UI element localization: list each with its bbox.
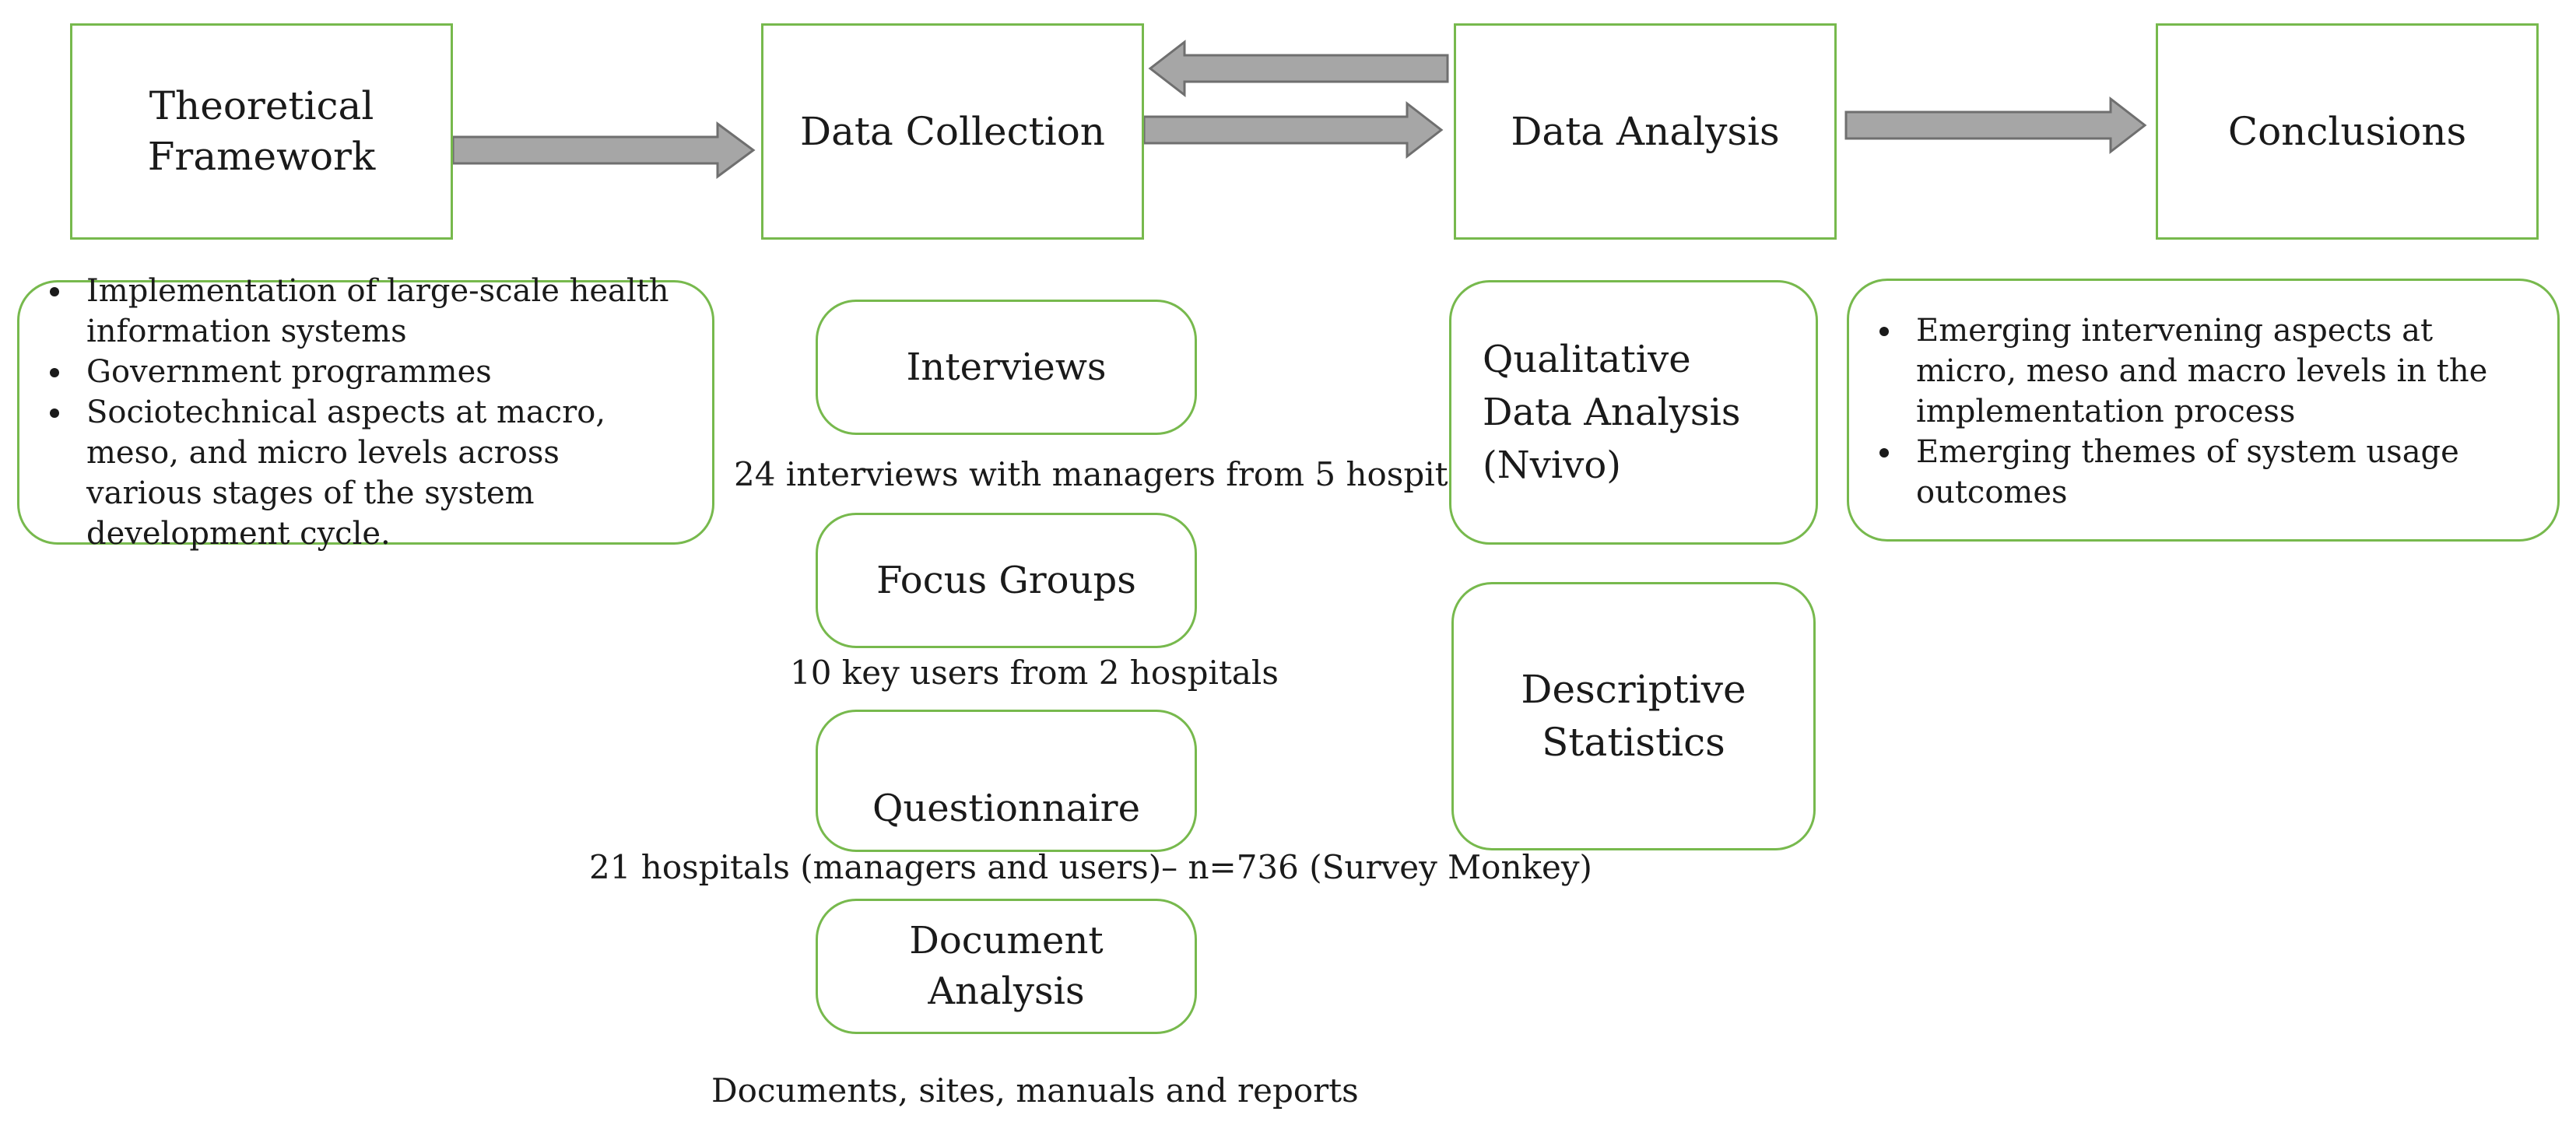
stage-conclusions: Conclusions (2156, 23, 2539, 240)
stage-theoretical-framework: Theoretical Framework (70, 23, 453, 240)
framework-details-box: Implementation of large-scale health inf… (17, 273, 714, 552)
method-caption-document-analysis: Documents, sites, manuals and reports (711, 1071, 1359, 1110)
arrow-analysis-to-collection (1148, 39, 1449, 98)
framework-bullet: Sociotechnical aspects at macro, meso, a… (74, 392, 684, 554)
analysis-descriptive: Descriptive Statistics (1451, 582, 1816, 850)
framework-bullet: Implementation of large-scale health inf… (74, 271, 684, 352)
framework-bullet: Government programmes (74, 352, 684, 392)
conclusions-details-box: Emerging intervening aspects at micro, m… (1847, 279, 2560, 542)
stage-data-analysis: Data Analysis (1454, 23, 1837, 240)
method-caption-questionnaire: 21 hospitals (managers and users)– n=736… (589, 848, 1592, 886)
analysis-label: Descriptive Statistics (1521, 667, 1746, 765)
stage-data-collection: Data Collection (761, 23, 1144, 240)
method-focus-groups: Focus Groups (816, 513, 1197, 648)
method-questionnaire: Questionnaire (816, 710, 1197, 852)
method-caption-focus-groups: 10 key users from 2 hospitals (790, 654, 1279, 692)
conclusion-bullet: Emerging themes of system usage outcomes (1904, 432, 2529, 513)
analysis-label: Qualitative Data Analysis (Nvivo) (1483, 337, 1741, 488)
stage-label: Theoretical Framework (147, 83, 376, 179)
method-document-analysis: Document Analysis (816, 899, 1197, 1034)
stage-label: Data Collection (799, 108, 1106, 154)
method-label: Focus Groups (876, 558, 1136, 602)
arrow-collection-to-analysis (1142, 100, 1444, 160)
stage-label: Conclusions (2227, 108, 2467, 154)
method-label: Interviews (906, 345, 1107, 389)
analysis-qualitative: Qualitative Data Analysis (Nvivo) (1449, 280, 1818, 545)
method-interviews: Interviews (816, 300, 1197, 435)
method-label: Questionnaire (872, 787, 1140, 831)
arrow-analysis-to-conclusions (1844, 96, 2147, 155)
arrow-framework-to-collection (451, 121, 756, 179)
framework-bullet-list: Implementation of large-scale health inf… (19, 271, 684, 554)
stage-label: Data Analysis (1511, 108, 1780, 154)
conclusion-bullet-list: Emerging intervening aspects at micro, m… (1849, 310, 2529, 513)
method-caption-interviews: 24 interviews with managers from 5 hospi… (734, 455, 1495, 493)
method-label: Document Analysis (909, 919, 1104, 1013)
conclusion-bullet: Emerging intervening aspects at micro, m… (1904, 310, 2529, 432)
